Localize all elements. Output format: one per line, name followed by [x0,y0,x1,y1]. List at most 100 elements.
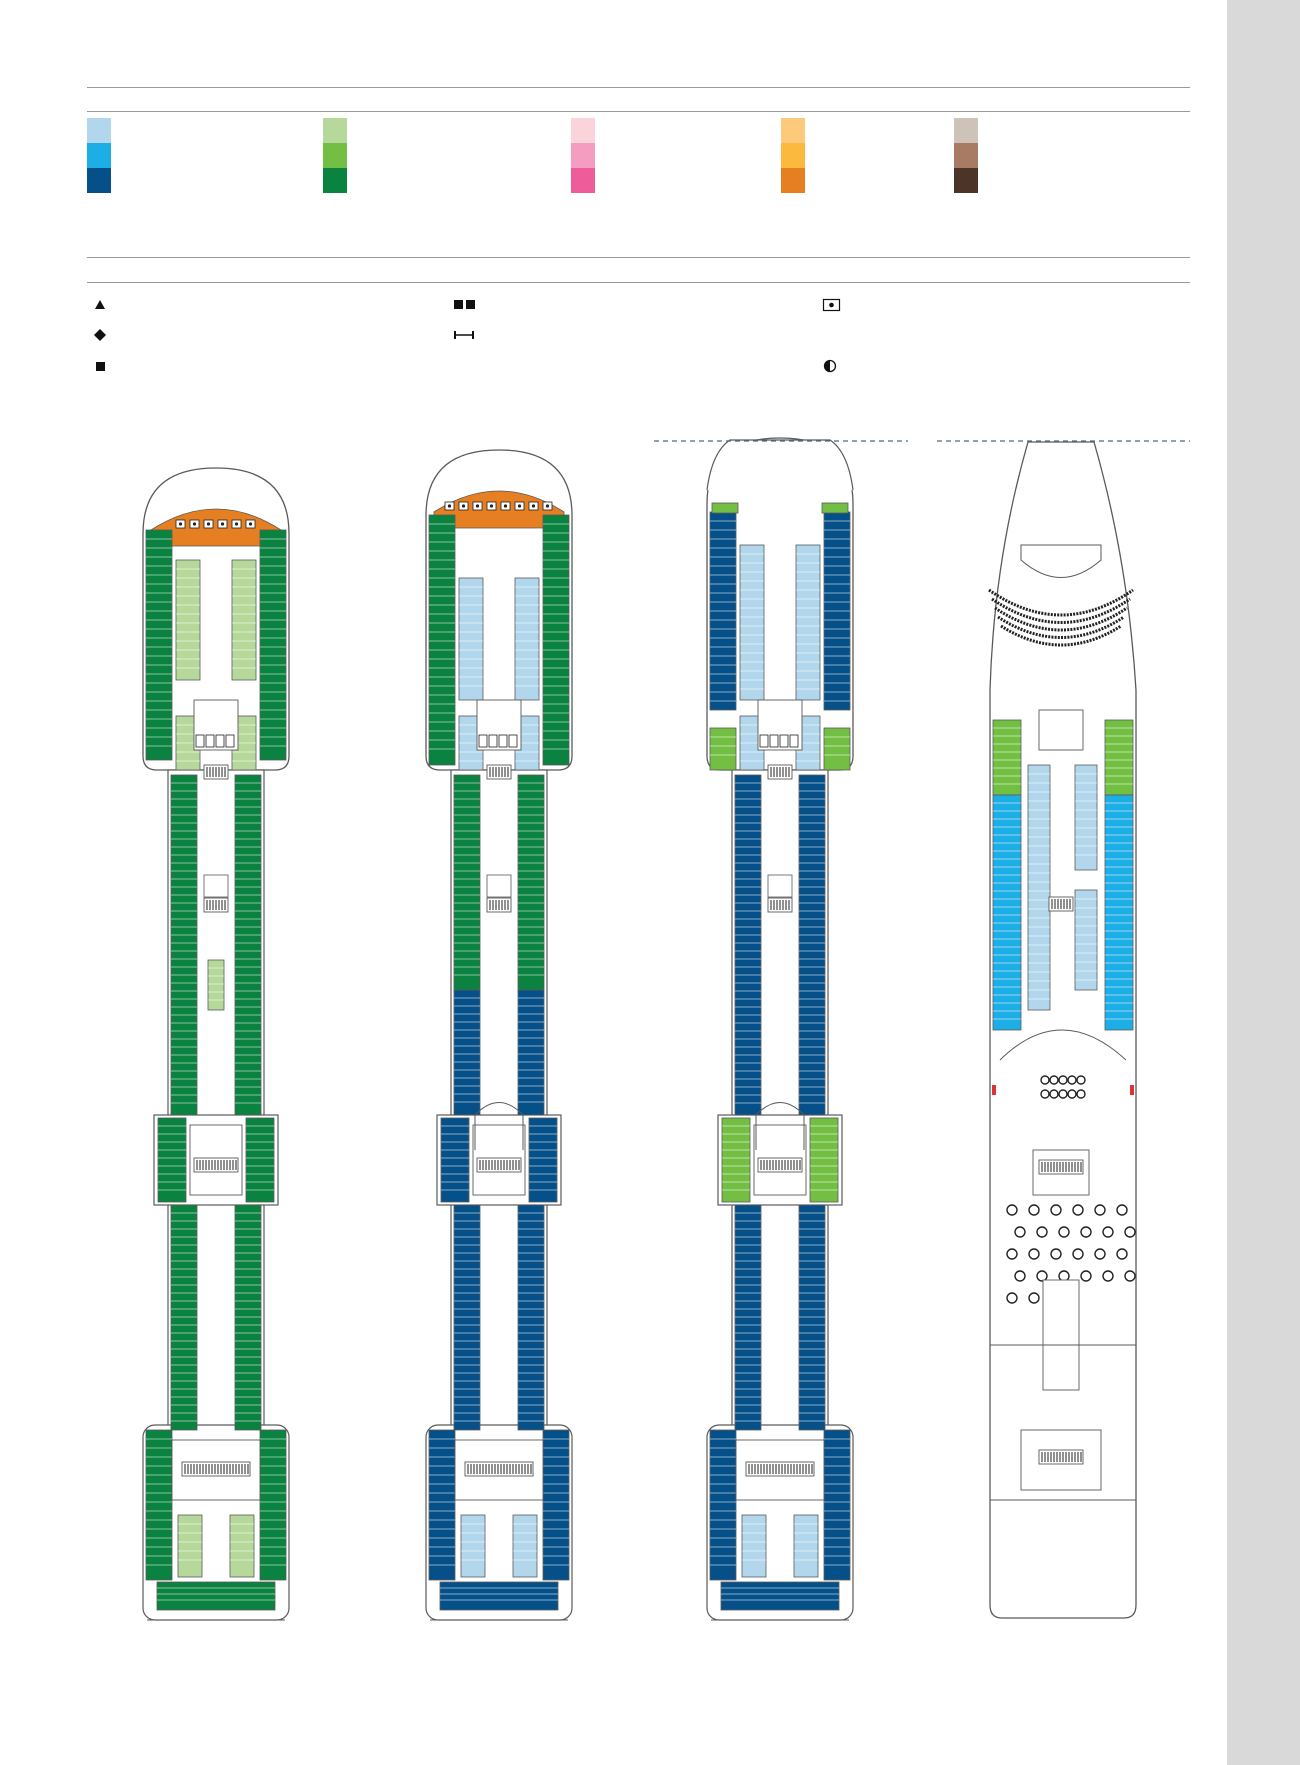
midship-cabins-starboard [528,1117,558,1203]
inner-cabins [1027,764,1051,1011]
stern-suites [156,1581,276,1611]
restaurant-table [1116,1204,1128,1216]
forward-cabins-starboard [542,514,570,766]
diamond-icon [92,327,108,343]
half-circle-icon [822,358,838,374]
swatch-orange-2 [781,143,805,168]
aft-inner-cabins [741,1514,767,1578]
tender-marker [992,1085,996,1095]
bow-cabins [821,502,849,514]
stairs [757,1157,803,1173]
stairs [476,1157,522,1173]
midship-cabins-port [721,1117,751,1203]
restaurant-table [1050,1204,1062,1216]
mid-cabins-port [453,1204,481,1431]
restaurant-table [1094,1204,1106,1216]
midship-cabins-starboard [245,1117,275,1203]
aft-cabins-port [428,1429,456,1581]
mid-cabins-starboard [234,1204,262,1431]
forward-cabins-starboard [1104,719,1134,796]
forward-cabins-starboard [823,727,851,771]
swatch-blue-2 [87,143,111,168]
stairs [464,1461,534,1477]
swatch-blue-1 [87,118,111,143]
restaurant-table [1094,1248,1106,1260]
restaurant-table [1028,1292,1040,1304]
swatch-pink-2 [571,143,595,168]
restaurant-table [1072,1204,1084,1216]
restaurant-table [1014,1226,1026,1238]
mid-cabins-starboard [798,1204,826,1431]
stern-suites [439,1581,559,1611]
restaurant-table [1028,1248,1040,1260]
mid-cabins-port [453,989,481,1116]
restaurant-table [1102,1270,1114,1282]
forward-cabins-port [709,727,737,771]
right-sidebar-strip [1227,0,1300,1765]
restaurant-table [1006,1248,1018,1260]
swatch-brown-2 [954,143,978,168]
aft-inner-cabins [793,1514,819,1578]
restaurant-table [1006,1204,1018,1216]
aft-inner-cabins [460,1514,486,1578]
lounge-table [1040,1075,1050,1085]
mid-cabins-port [453,774,481,991]
restaurant-table [1036,1226,1048,1238]
lounge-table [1058,1089,1068,1099]
midship-cabins-port [157,1117,187,1203]
triangle-icon [92,297,108,313]
theatre-seating [994,606,1128,632]
swatch-green-1 [323,118,347,143]
inner-cabins [1074,889,1098,991]
connecting-bar-icon [452,327,478,343]
swatch-green-3 [323,168,347,193]
mid-cabins-starboard [234,774,262,1116]
restaurant-table [1050,1248,1062,1260]
restaurant-table [1080,1226,1092,1238]
mid-cabins-starboard [517,989,545,1116]
mid-cabins-port [734,774,762,1116]
swatch-pink-3 [571,168,595,193]
forward-inner-cabins [514,577,540,701]
theatre-seating [991,597,1131,624]
boxed-dot-icon [822,297,842,313]
aft-cabins-port [709,1429,737,1581]
galley [1042,1279,1080,1391]
restaurant-table [1036,1270,1048,1282]
legend-top-rule [87,87,1190,88]
elevator-block [1038,709,1084,751]
stairs [181,1461,251,1477]
aft-cabins-starboard [259,1429,287,1581]
restaurant-table [1116,1248,1128,1260]
restaurant-table [1124,1226,1136,1238]
theatre-seating [997,615,1125,639]
aft-inner-cabins [229,1514,255,1578]
forward-cabins-starboard [259,529,287,761]
midship-cabins-port [440,1117,470,1203]
lounge-table [1076,1075,1086,1085]
mid-cabins-starboard [517,774,545,991]
double-square-icon [452,297,478,313]
forward-inner-cabins [175,559,201,681]
forward-inner-cabins [231,559,257,681]
symbols-top-rule-2 [87,282,1190,283]
lounge-table [1049,1075,1059,1085]
stern-suites [720,1581,840,1611]
mid-cabins-port [170,1204,198,1431]
swatch-brown-3 [954,168,978,193]
restaurant-table [1006,1292,1018,1304]
aft-inner-cabins [512,1514,538,1578]
stairs [1038,1449,1084,1465]
aft-cabins-starboard [542,1429,570,1581]
lounge-table [1040,1089,1050,1099]
restaurant-table [1102,1226,1114,1238]
theatre-stage [1020,544,1102,578]
deck-plan-3 [706,437,854,1621]
swatch-orange-1 [781,118,805,143]
restaurant-table [1072,1248,1084,1260]
lounge-table [1049,1089,1059,1099]
mid-cabins-port [992,794,1022,1031]
mid-cabins-starboard [517,1204,545,1431]
bow-suites [433,490,565,529]
aft-inner-cabins [177,1514,203,1578]
